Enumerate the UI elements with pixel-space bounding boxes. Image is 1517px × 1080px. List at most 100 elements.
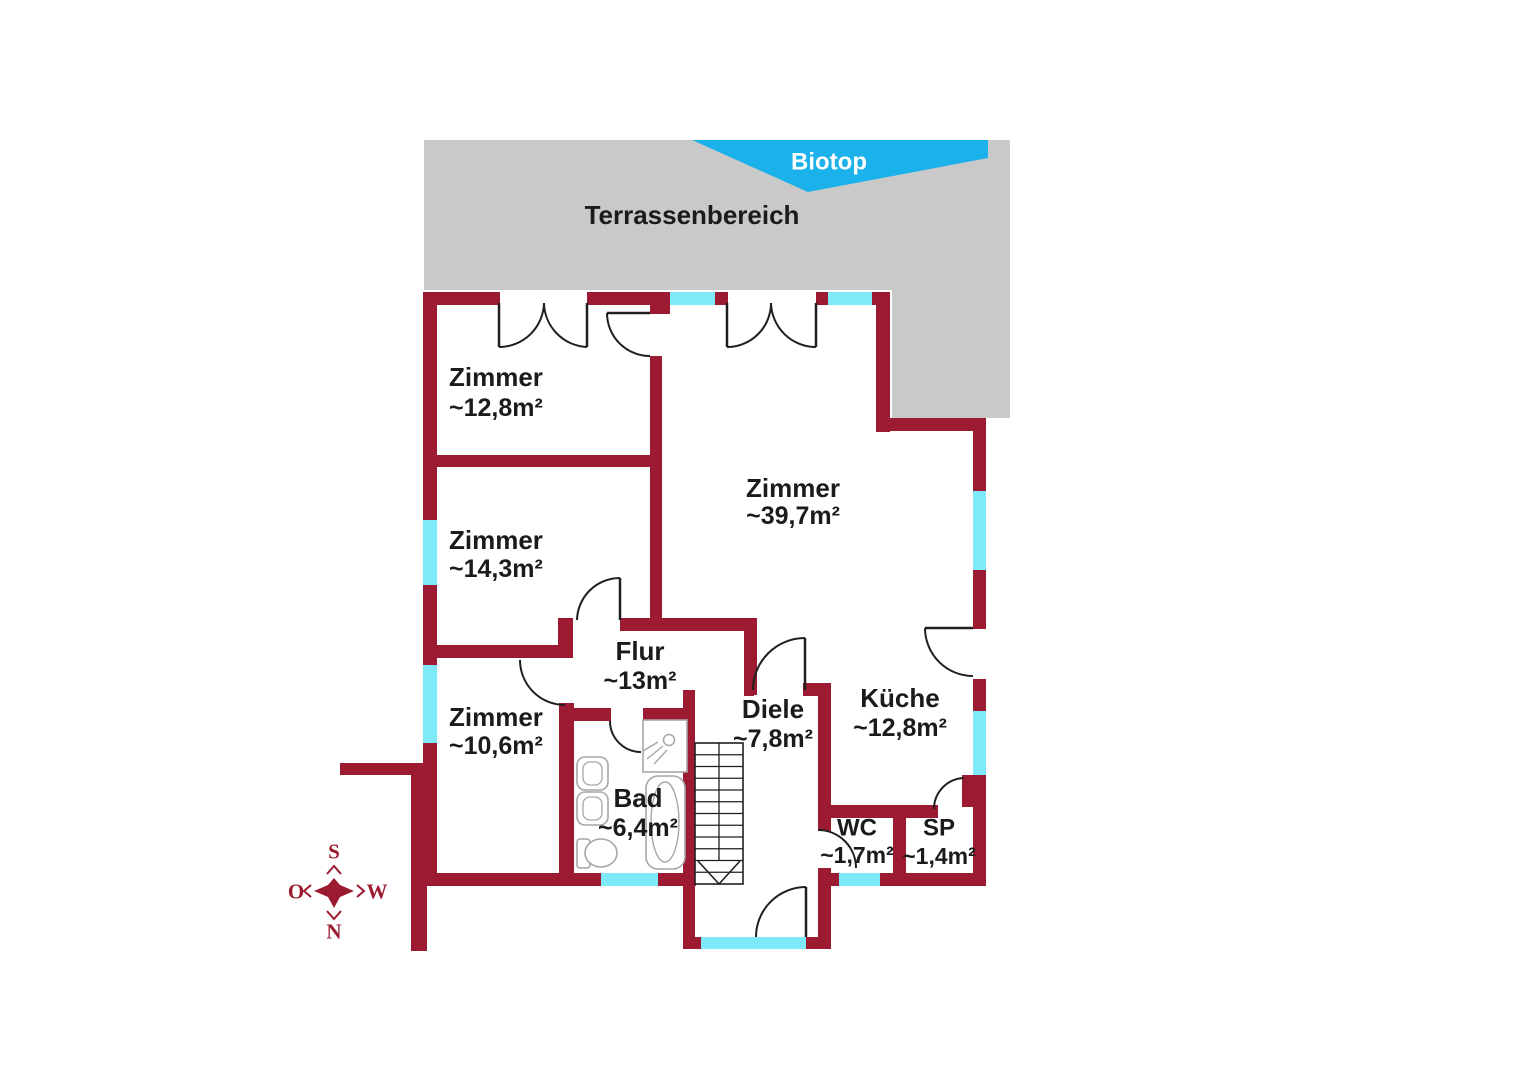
room-label-wc: WC xyxy=(837,814,877,841)
wall-segment-2 xyxy=(650,292,670,314)
window-top-1 xyxy=(670,292,715,305)
compass-star-icon xyxy=(314,878,354,908)
window-entrance xyxy=(701,937,806,949)
wall-segment-6 xyxy=(876,292,890,432)
wall-segment-39 xyxy=(411,763,427,951)
wall-segment-31 xyxy=(572,708,611,721)
toilet-bowl xyxy=(584,838,618,868)
wall-segment-22 xyxy=(973,418,986,491)
terrace-french-door-2-left-arc xyxy=(726,302,772,348)
window-top-2 xyxy=(828,292,872,305)
compass-chevron-down-icon xyxy=(326,910,342,921)
door-kueche-exterior-arc xyxy=(924,627,974,677)
wall-segment-35 xyxy=(559,703,574,874)
wall-segment-33 xyxy=(423,645,559,658)
wall-segment-23 xyxy=(973,570,986,629)
room-label-sp: SP xyxy=(923,814,955,841)
wall-segment-19 xyxy=(818,805,938,818)
wall-segment-4 xyxy=(816,292,829,305)
interior-door-top-arc xyxy=(606,312,651,357)
room-label-zimmer-12-8: Zimmer xyxy=(449,362,543,392)
wall-segment-12 xyxy=(650,356,662,619)
wall-segment-26 xyxy=(423,873,601,886)
wall-segment-29 xyxy=(880,873,986,886)
terrace-french-door-2-right-arc xyxy=(770,302,817,348)
wall-segment-17 xyxy=(818,683,831,831)
door-sp-arc xyxy=(933,777,965,810)
terrace-area xyxy=(424,140,1010,418)
room-size-sp: ~1,4m² xyxy=(902,843,976,869)
door-bad-arc xyxy=(609,720,642,753)
shower-spray-icon xyxy=(653,749,668,765)
compass-chevron-right-icon xyxy=(356,884,366,898)
biotop-area xyxy=(692,140,988,192)
wall-segment-20 xyxy=(893,817,906,885)
room-size-diele: ~7,8m² xyxy=(733,725,813,753)
room-size-zimmer-10-6: ~10,6m² xyxy=(449,732,543,760)
washbasin-2-inner xyxy=(582,796,603,821)
bathtub xyxy=(645,775,686,870)
wall-segment-0 xyxy=(423,292,500,305)
wall-segment-7 xyxy=(880,418,986,431)
room-label-zimmer-14-3: Zimmer xyxy=(449,525,543,555)
compass-letter-W: W xyxy=(367,879,388,903)
door-entrance-arc xyxy=(755,886,807,938)
wall-segment-28 xyxy=(818,873,839,886)
window-left-1 xyxy=(423,520,437,585)
wall-segment-37 xyxy=(806,937,831,949)
room-size-zimmer-14-3: ~14,3m² xyxy=(449,555,543,583)
terrace-french-door-1-left-arc xyxy=(498,302,545,348)
room-size-bad: ~6,4m² xyxy=(598,814,678,842)
stair-direction-arrow xyxy=(697,860,741,886)
shower-tray xyxy=(642,719,688,773)
wall-segment-18 xyxy=(818,868,831,949)
compass-letter-S: S xyxy=(328,839,340,863)
window-bottom-bad xyxy=(601,873,658,886)
wall-segment-24 xyxy=(973,679,986,711)
room-size-zimmer-39-7: ~39,7m² xyxy=(746,502,840,530)
room-label-bad: Bad xyxy=(613,783,662,813)
room-size-flur: ~13m² xyxy=(604,667,677,695)
room-size-kueche: ~12,8m² xyxy=(853,714,947,742)
wall-segment-32 xyxy=(643,708,684,721)
room-label-zimmer-39-7: Zimmer xyxy=(746,473,840,503)
compass-chevron-left-icon xyxy=(302,884,312,898)
room-label-kueche: Küche xyxy=(860,683,939,713)
wall-segment-11 xyxy=(423,455,652,467)
wall-segment-13 xyxy=(620,618,757,631)
room-label-zimmer-10-6: Zimmer xyxy=(449,702,543,732)
bathtub-inner xyxy=(650,781,680,863)
room-size-wc: ~1,7m² xyxy=(820,842,894,868)
door-zimmer-14-3-arc xyxy=(576,577,621,621)
room-label-flur: Flur xyxy=(615,636,664,666)
window-right-2 xyxy=(973,711,986,775)
window-right-1 xyxy=(973,491,986,570)
window-bottom-wc xyxy=(839,873,880,886)
wall-segment-3 xyxy=(715,292,728,305)
window-left-2 xyxy=(423,665,437,743)
shower-spray-icon xyxy=(642,741,659,752)
shower-spray-icon xyxy=(646,745,664,760)
wall-segment-8 xyxy=(423,292,437,520)
terrace-french-door-1-right-arc xyxy=(543,302,588,348)
door-diele-arc xyxy=(752,637,806,691)
door-wc-arc xyxy=(817,829,857,869)
wall-segment-25 xyxy=(973,775,986,886)
room-label-diele: Diele xyxy=(742,694,804,724)
room-size-zimmer-12-8: ~12,8m² xyxy=(449,394,543,422)
door-zimmer-10-6-arc xyxy=(519,659,566,706)
biotop-label: Biotop xyxy=(791,148,867,175)
terrace-label: Terrassenbereich xyxy=(585,200,800,230)
compass-letter-O: O xyxy=(288,879,304,903)
wall-segment-15 xyxy=(744,683,754,696)
wall-segment-34 xyxy=(558,618,573,658)
wall-segment-38 xyxy=(340,763,425,775)
shower-head-icon xyxy=(662,733,676,747)
wall-segment-1 xyxy=(587,292,651,305)
compass-letter-N: N xyxy=(326,919,341,943)
compass-chevron-up-icon xyxy=(326,864,342,875)
wall-segment-36 xyxy=(683,937,701,949)
wall-segment-21 xyxy=(962,775,974,807)
